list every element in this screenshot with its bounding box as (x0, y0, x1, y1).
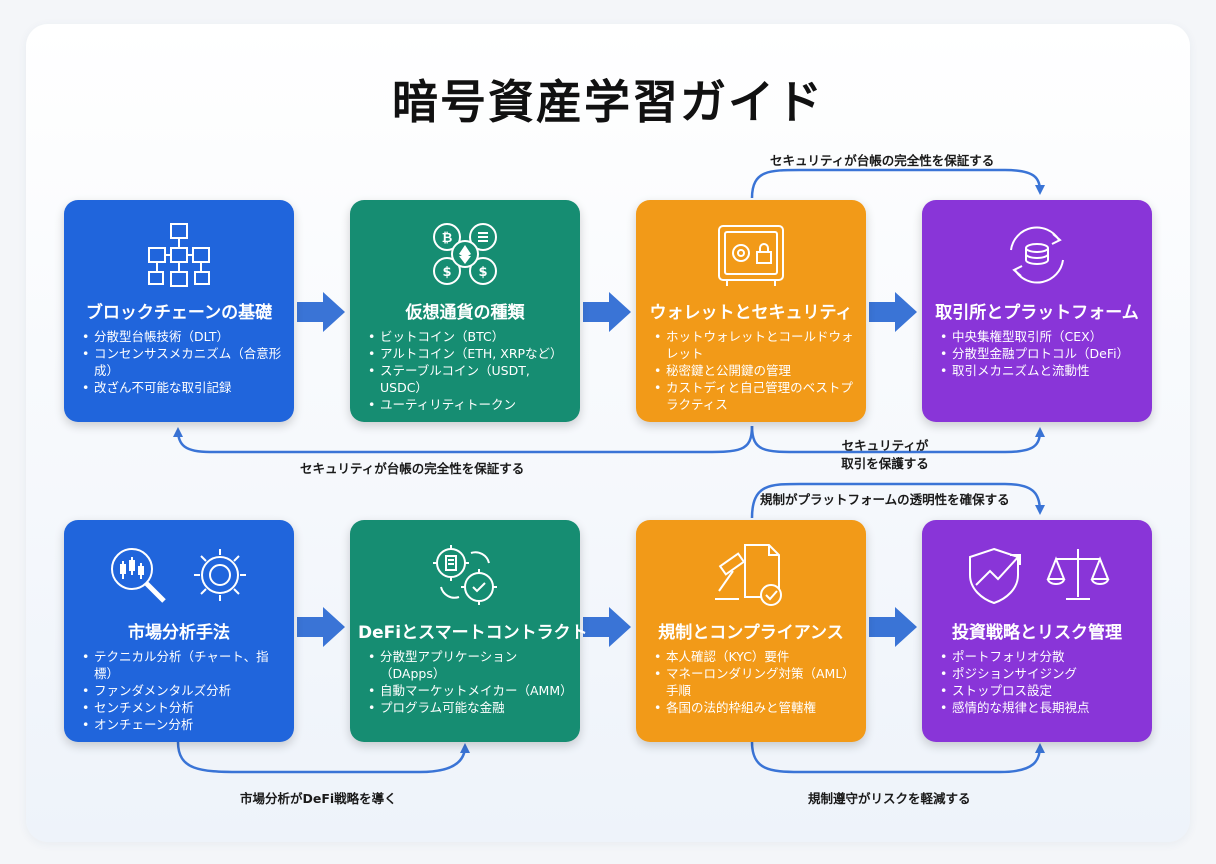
list-item: プログラム可能な金融 (368, 699, 570, 716)
list-item: ポートフォリオ分散 (940, 648, 1142, 665)
card-bullet-list: 本人確認（KYC）要件 マネーロンダリング対策（AML）手順 各国の法的枠組みと… (654, 648, 856, 716)
card-exchanges-platforms[interactable]: 取引所とプラットフォーム 中央集権型取引所（CEX） 分散型金融プロトコル（De… (922, 200, 1152, 422)
list-item: ビットコイン（BTC） (368, 328, 570, 345)
magnifier-chart-icon (111, 548, 166, 603)
flow-arrow-6-7 (583, 607, 631, 647)
flow-arrow-7-8 (869, 607, 917, 647)
list-item: ステーブルコイン（USDT, USDC） (368, 362, 570, 396)
scale-icon (1046, 549, 1110, 600)
list-item: コンセンサスメカニズム（合意形成） (82, 345, 284, 379)
connector-regulation-to-risk (750, 741, 1045, 774)
list-item: 中央集権型取引所（CEX） (940, 328, 1142, 345)
list-item: 秘密鍵と公開鍵の管理 (654, 362, 856, 379)
card-title: 規制とコンプライアンス (658, 623, 844, 643)
gavel-document-icon (636, 532, 866, 618)
connector-label-top: セキュリティが台帳の完全性を保証する (770, 153, 995, 168)
card-bullet-list: テクニカル分析（チャート、指標） ファンダメンタルズ分析 センチメント分析 オン… (82, 648, 284, 733)
connector-label-wallet-exchange: セキュリティが 取引を保護する (830, 437, 940, 473)
list-item: 分散型台帳技術（DLT） (82, 328, 284, 345)
flow-arrows (297, 292, 917, 647)
card-title: ウォレットとセキュリティ (649, 303, 853, 323)
list-item: 改ざん不可能な取引記録 (82, 379, 284, 396)
flow-arrow-5-6 (297, 607, 345, 647)
card-title: 市場分析手法 (128, 623, 230, 643)
list-item: ホットウォレットとコールドウォレット (654, 328, 856, 362)
connector-label-line: セキュリティが (841, 438, 929, 453)
connector-label-regulation-exchange: 規制がプラットフォームの透明性を確保する (760, 492, 1010, 507)
card-bullet-list: ビットコイン（BTC） アルトコイン（ETH, XRPなど） ステーブルコイン（… (368, 328, 570, 413)
connector-analysis-to-defi (176, 741, 470, 774)
list-item: カストディと自己管理のベストプラクティス (654, 379, 856, 413)
list-item: ストップロス設定 (940, 682, 1142, 699)
list-item: センチメント分析 (82, 699, 284, 716)
card-title: 取引所とプラットフォーム (935, 303, 1139, 323)
list-item: ファンダメンタルズ分析 (82, 682, 284, 699)
connector-label-analysis-defi: 市場分析がDeFi戦略を導く (240, 791, 397, 806)
list-item: 自動マーケットメイカー（AMM） (368, 682, 573, 699)
connector-label-wallet-blockchain: セキュリティが台帳の完全性を保証する (300, 461, 525, 476)
list-item: 本人確認（KYC）要件 (654, 648, 856, 665)
connector-label-line: 取引を保護する (841, 456, 929, 471)
list-item: オンチェーン分析 (82, 716, 284, 733)
card-bullet-list: 分散型アプリケーション（DApps） 自動マーケットメイカー（AMM） プログラ… (368, 648, 573, 716)
shield-growth-icon (969, 547, 1021, 605)
list-item: ユーティリティトークン (368, 396, 570, 413)
blockchain-cubes-icon (64, 212, 294, 298)
card-crypto-types[interactable]: ₿ $ $ 仮想通貨の種類 ビットコイン（BTC） アルトコイン（ETH, XR… (350, 200, 580, 422)
list-item: テクニカル分析（チャート、指標） (82, 648, 284, 682)
list-item: 分散型金融プロトコル（DeFi） (940, 345, 1142, 362)
connector-wallet-to-exchange-bottom (750, 425, 1045, 454)
card-wallet-security[interactable]: ウォレットとセキュリティ ホットウォレットとコールドウォレット 秘密鍵と公開鍵の… (636, 200, 866, 422)
safe-lock-icon (636, 212, 866, 298)
connector-regulation-to-exchange (750, 482, 1045, 519)
connector-wallet-to-blockchain (173, 425, 754, 454)
card-title: 投資戦略とリスク管理 (952, 623, 1122, 643)
coins-icon: ₿ $ $ (350, 212, 580, 298)
svg-text:$: $ (442, 265, 451, 280)
card-market-analysis[interactable]: 市場分析手法 テクニカル分析（チャート、指標） ファンダメンタルズ分析 センチメ… (64, 520, 294, 742)
flow-arrow-1-2 (297, 292, 345, 332)
card-bullet-list: ホットウォレットとコールドウォレット 秘密鍵と公開鍵の管理 カストディと自己管理… (654, 328, 856, 413)
gear-icon (194, 549, 246, 601)
list-item: アルトコイン（ETH, XRPなど） (368, 345, 570, 362)
card-bullet-list: 中央集権型取引所（CEX） 分散型金融プロトコル（DeFi） 取引メカニズムと流… (940, 328, 1142, 379)
card-blockchain-basics[interactable]: ブロックチェーンの基礎 分散型台帳技術（DLT） コンセンサスメカニズム（合意形… (64, 200, 294, 422)
analysis-icon (64, 532, 294, 618)
connector-label-regulation-risk: 規制遵守がリスクを軽減する (808, 791, 971, 806)
card-bullet-list: ポートフォリオ分散 ポジションサイジング ストップロス設定 感情的な規律と長期視… (940, 648, 1142, 716)
svg-text:$: $ (478, 265, 487, 280)
svg-text:₿: ₿ (442, 231, 453, 246)
list-item: 取引メカニズムと流動性 (940, 362, 1142, 379)
list-item: 各国の法的枠組みと管轄権 (654, 699, 856, 716)
page-title: 暗号資産学習ガイド (392, 75, 824, 129)
card-regulation-compliance[interactable]: 規制とコンプライアンス 本人確認（KYC）要件 マネーロンダリング対策（AML）… (636, 520, 866, 742)
list-item: マネーロンダリング対策（AML）手順 (654, 665, 856, 699)
card-defi-smart-contracts[interactable]: DeFiとスマートコントラクト 分散型アプリケーション（DApps） 自動マーケ… (350, 520, 588, 742)
list-item: 分散型アプリケーション（DApps） (368, 648, 570, 682)
card-title: ブロックチェーンの基礎 (85, 303, 273, 323)
shield-scale-icon (922, 532, 1152, 618)
card-title: DeFiとスマートコントラクト (358, 623, 588, 643)
card-bullet-list: 分散型台帳技術（DLT） コンセンサスメカニズム（合意形成） 改ざん不可能な取引… (82, 328, 284, 396)
list-item: 感情的な規律と長期視点 (940, 699, 1142, 716)
smart-contract-gears-icon (350, 532, 580, 618)
connector-wallet-to-exchange-top (750, 168, 1045, 199)
card-title: 仮想通貨の種類 (405, 303, 525, 323)
exchange-cycle-icon (922, 212, 1152, 298)
card-investment-risk[interactable]: 投資戦略とリスク管理 ポートフォリオ分散 ポジションサイジング ストップロス設定… (922, 520, 1152, 742)
flow-arrow-3-4 (869, 292, 917, 332)
flow-arrow-2-3 (583, 292, 631, 332)
list-item: ポジションサイジング (940, 665, 1142, 682)
